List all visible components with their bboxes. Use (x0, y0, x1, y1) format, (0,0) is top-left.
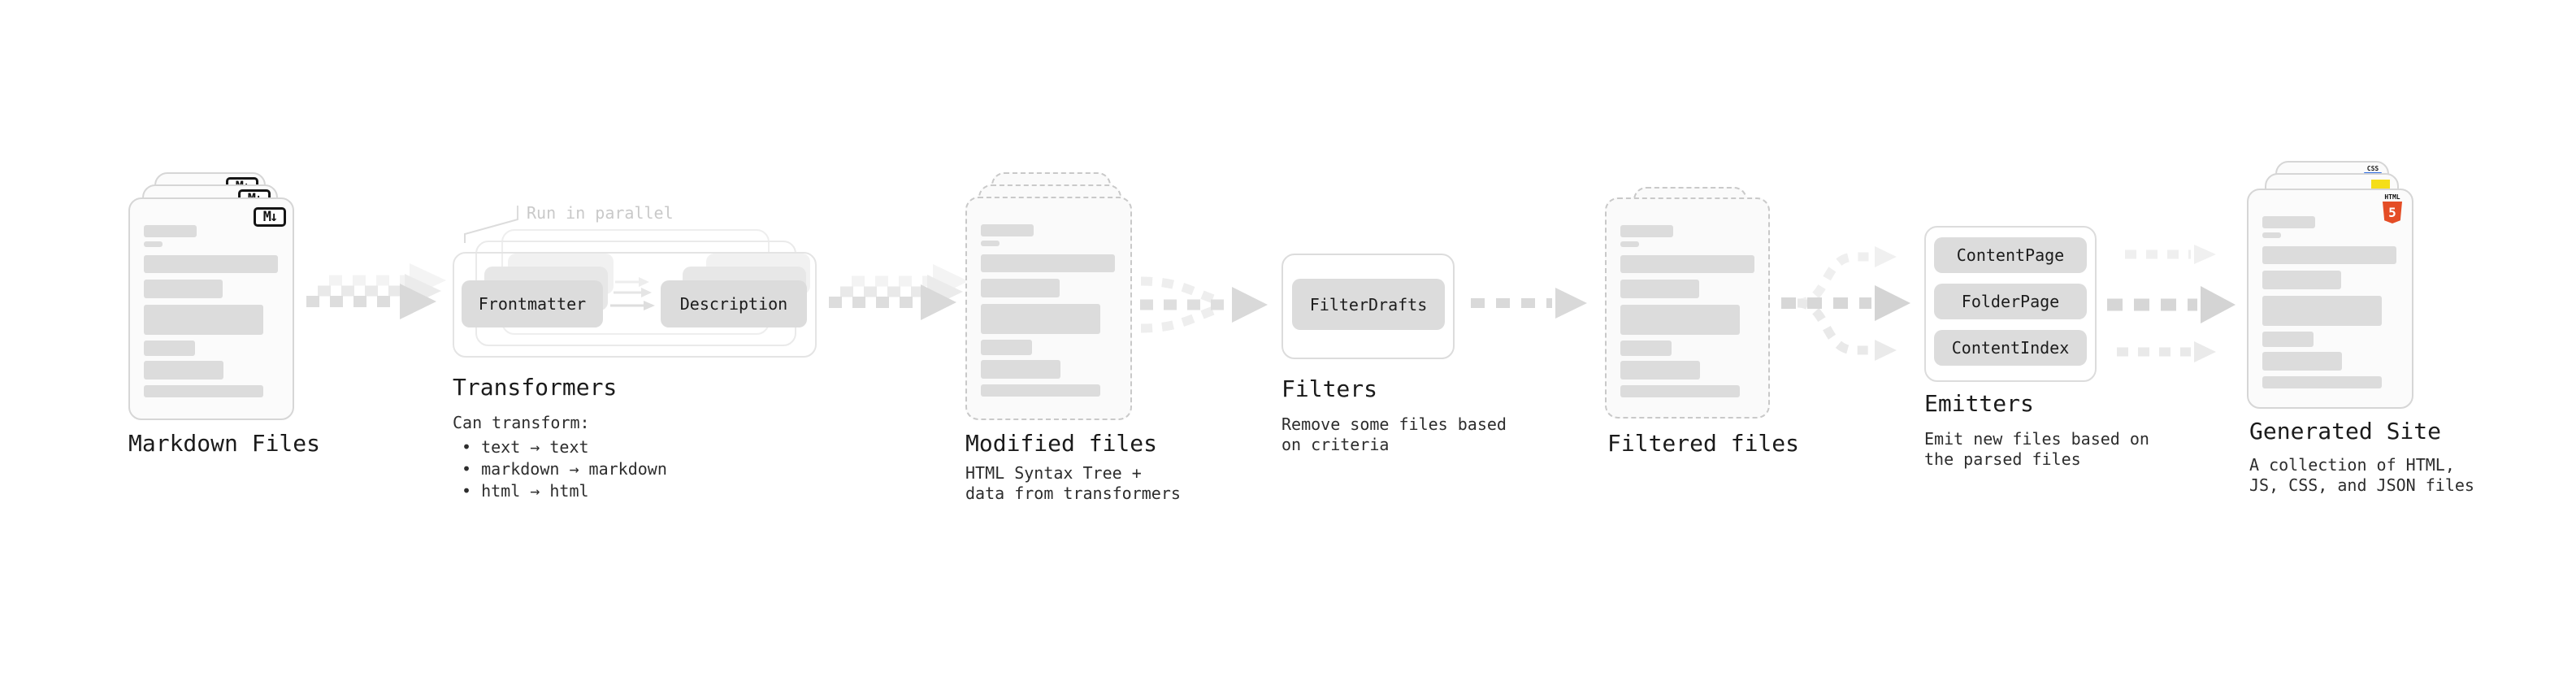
arrow-markdown-to-transformers (306, 263, 446, 319)
transformer-parallel-arrows (610, 277, 655, 310)
arrow-modified-to-filters (1140, 276, 1268, 333)
arrow-filtered-to-emitters (1781, 246, 1910, 361)
arrow-emitters-to-generated (2107, 245, 2236, 362)
arrow-transformers-to-modified (829, 264, 969, 320)
arrow-filters-to-filtered (1471, 288, 1587, 319)
annotation-connector-line (464, 206, 518, 243)
